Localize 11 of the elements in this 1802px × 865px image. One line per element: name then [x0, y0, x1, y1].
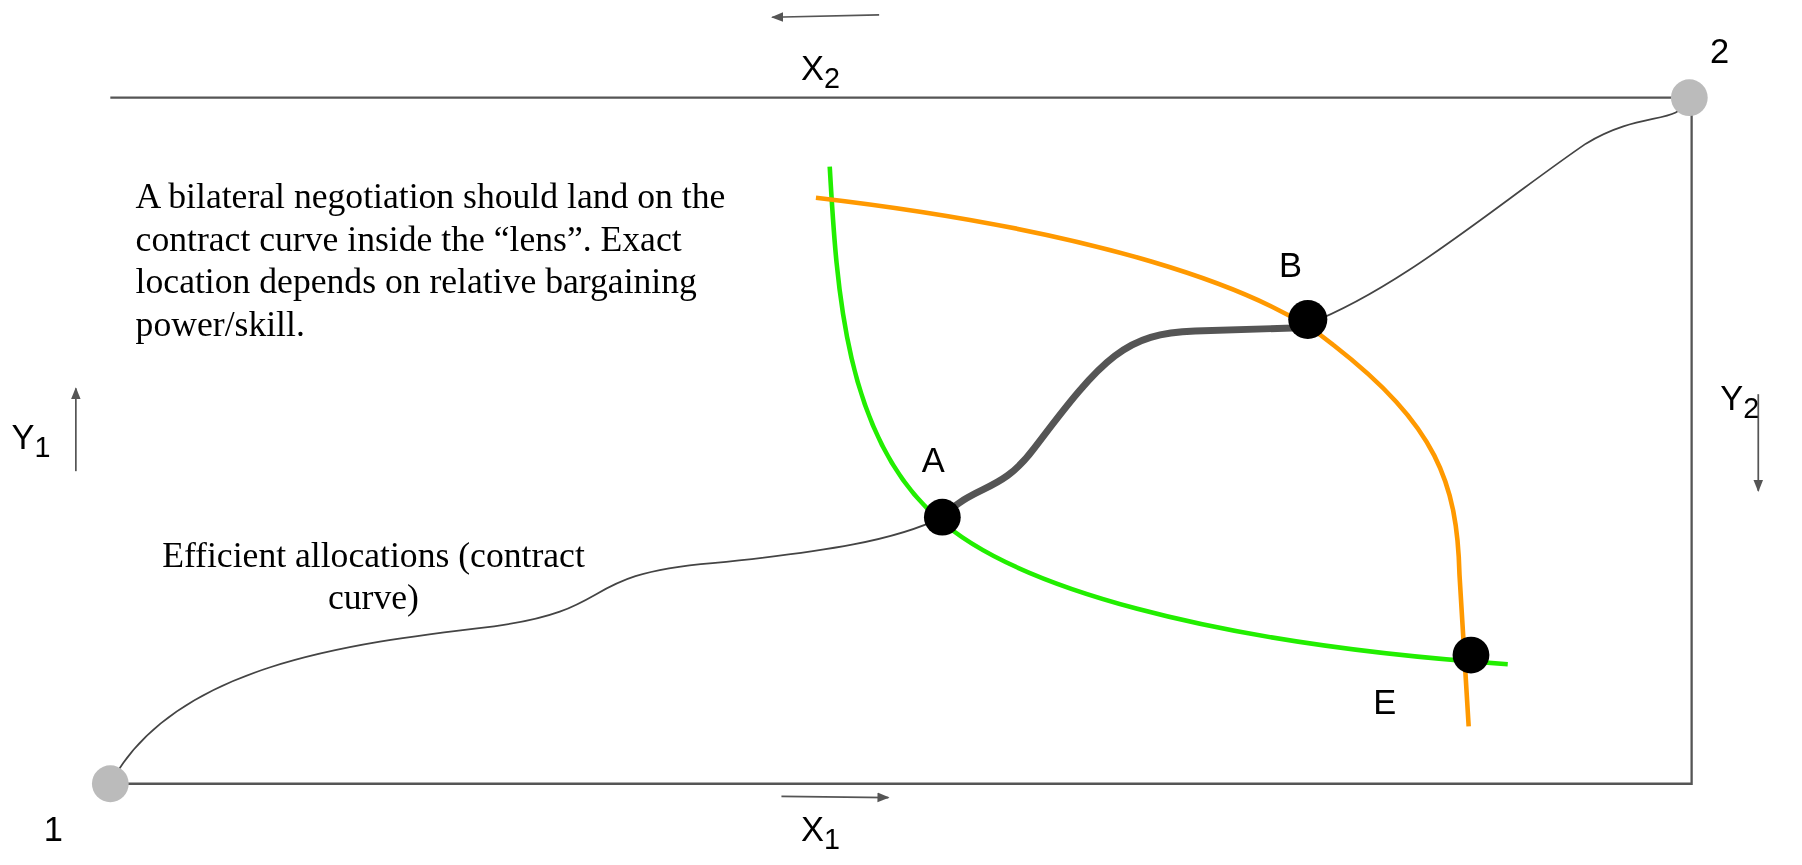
axis-label: X$_{1}$	[801, 812, 840, 854]
point-label: B	[1279, 248, 1303, 283]
annotation-text: A bilateral negotiation should land on the contract curve inside the “lens”. Exact location depends on relative bargaining power/skill.	[135, 174, 727, 345]
axis-label: Y$_{2}$	[1720, 381, 1760, 423]
point-label: E	[1373, 684, 1397, 720]
origin-label: 1	[43, 812, 63, 847]
annotation-text: Efficient allocations (contract curve)	[161, 533, 586, 619]
origin-label: 2	[1710, 34, 1730, 69]
point-label: A	[921, 443, 945, 479]
axis-label: X$_{2}$	[801, 51, 840, 94]
axis-label: Y$_{1}$	[11, 420, 51, 462]
